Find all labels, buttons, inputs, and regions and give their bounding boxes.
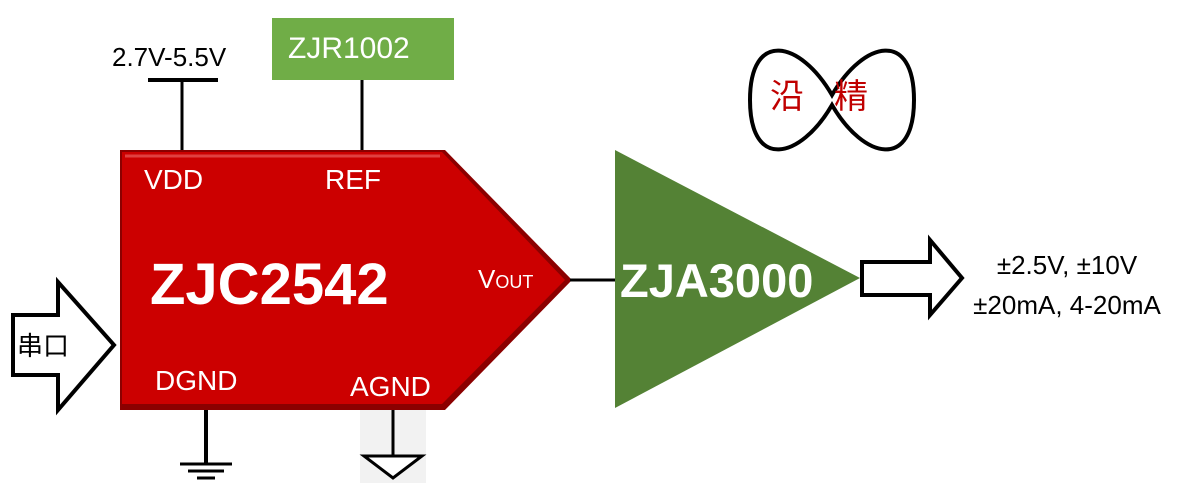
pin-dgnd-label: DGND	[155, 365, 238, 396]
ground-icon	[180, 462, 232, 480]
pin-vout-label: VOUT	[478, 266, 533, 292]
amplifier-triangle	[615, 150, 860, 408]
output-range-line2: ±20mA, 4-20mA	[973, 290, 1161, 320]
logo-text: 沿精	[770, 77, 898, 117]
pin-vout-main: V	[478, 264, 496, 294]
supply-voltage-label: 2.7V-5.5V	[112, 42, 227, 72]
output-arrow-icon	[860, 234, 965, 321]
pin-agnd-label: AGND	[350, 371, 431, 402]
dac-block	[122, 152, 565, 404]
analog-ground-icon	[359, 454, 427, 480]
reference-box	[272, 18, 454, 80]
input-label: 串口	[17, 331, 70, 361]
pin-vout-sub: OUT	[495, 272, 534, 292]
output-range-line1: ±2.5V, ±10V	[996, 250, 1138, 280]
logo-icon	[748, 48, 916, 152]
pin-vdd-label: VDD	[144, 164, 204, 195]
reference-part-label: ZJR1002	[288, 32, 410, 65]
pin-ref-label: REF	[325, 164, 381, 195]
amplifier-part-label: ZJA3000	[620, 254, 814, 307]
input-arrow-icon	[11, 276, 117, 416]
dac-part-label: ZJC2542	[150, 252, 389, 317]
